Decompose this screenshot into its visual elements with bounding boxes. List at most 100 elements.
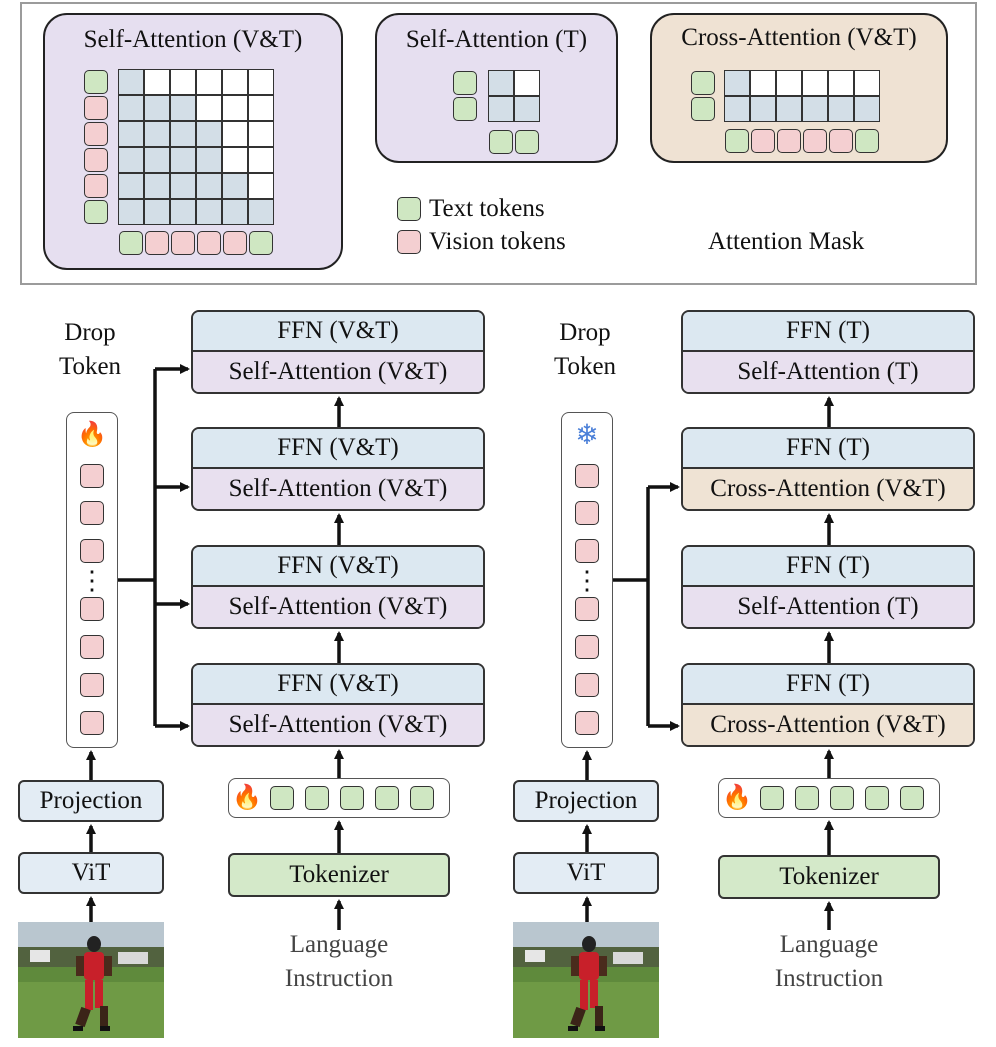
ellipsis-icon: ⋮	[574, 566, 600, 595]
left-layer-4: FFN (V&T) Self-Attention (V&T)	[191, 310, 485, 394]
legend-vision-tokens-label: Vision tokens	[429, 228, 566, 255]
sa-vt-mask-cell	[248, 69, 274, 95]
sa-t-mask-cell	[488, 96, 514, 122]
text-token	[760, 786, 784, 810]
vision-token	[575, 673, 599, 697]
right-tokenizer-box: Tokenizer	[718, 855, 940, 899]
vision-token	[80, 673, 104, 697]
panel-title-sa-vt: Self-Attention (V&T)	[83, 26, 303, 53]
text-token	[900, 786, 924, 810]
right-drop-token-line1: Drop	[559, 319, 611, 346]
sa-vt-col-token	[145, 231, 169, 255]
ca-vt-col-token	[855, 129, 879, 153]
sa-vt-mask-cell	[196, 121, 222, 147]
sa-vt-mask-cell	[196, 147, 222, 173]
sa-vt-mask-cell	[196, 95, 222, 121]
fire-icon: 🔥	[722, 785, 752, 811]
sa-vt-mask-cell	[222, 199, 248, 225]
text-token	[410, 786, 434, 810]
sa-vt-mask-cell	[144, 147, 170, 173]
right-vit-box: ViT	[513, 852, 659, 894]
sa-t-row-token	[453, 97, 477, 121]
sa-vt-mask-cell	[144, 69, 170, 95]
ca-vt-mask-cell	[828, 70, 854, 96]
sa-vt-mask-cell	[118, 121, 144, 147]
panel-title-sa-t: Self-Attention (T)	[405, 26, 588, 53]
left-layer-1-ffn: FFN (V&T)	[193, 665, 483, 705]
right-layer-3-ffn: FFN (T)	[683, 429, 973, 469]
sa-vt-mask-cell	[248, 95, 274, 121]
sa-t-mask-cell	[514, 96, 540, 122]
text-token	[375, 786, 399, 810]
sa-t-mask-cell	[488, 70, 514, 96]
left-layer-2-ffn: FFN (V&T)	[193, 547, 483, 587]
sa-vt-mask-cell	[144, 173, 170, 199]
right-input-image	[513, 922, 659, 1038]
left-drop-token-line1: Drop	[64, 319, 116, 346]
right-vit-label: ViT	[566, 859, 606, 886]
left-layer-3-ffn: FFN (V&T)	[193, 429, 483, 469]
right-instruction-line2: Instruction	[774, 965, 884, 992]
text-token	[795, 786, 819, 810]
left-layer-3: FFN (V&T) Self-Attention (V&T)	[191, 427, 485, 511]
sa-vt-mask-cell	[248, 147, 274, 173]
sa-vt-mask-cell	[170, 173, 196, 199]
right-layer-2: FFN (T) Self-Attention (T)	[681, 545, 975, 629]
ca-vt-mask-cell	[750, 96, 776, 122]
vision-token	[80, 501, 104, 525]
fire-icon: 🔥	[77, 422, 107, 448]
legend-attention-mask-label: Attention Mask	[708, 228, 865, 255]
sa-vt-mask-cell	[170, 147, 196, 173]
ca-vt-mask-cell	[802, 70, 828, 96]
ca-vt-mask-cell	[724, 96, 750, 122]
vision-token	[575, 539, 599, 563]
ca-vt-mask-cell	[854, 96, 880, 122]
right-projection-box: Projection	[513, 780, 659, 822]
sa-t-row-token	[453, 71, 477, 95]
ca-vt-mask-cell	[776, 70, 802, 96]
left-layer-4-ffn: FFN (V&T)	[193, 312, 483, 352]
sa-vt-mask-cell	[118, 199, 144, 225]
right-layer-4-attn: Self-Attention (T)	[683, 352, 973, 392]
sa-vt-row-token	[84, 174, 108, 198]
vision-token	[80, 539, 104, 563]
left-layer-1: FFN (V&T) Self-Attention (V&T)	[191, 663, 485, 747]
attention-mask-legend	[20, 2, 977, 285]
right-layer-4: FFN (T) Self-Attention (T)	[681, 310, 975, 394]
right-drop-token-line2: Token	[553, 353, 617, 380]
sa-vt-row-token	[84, 148, 108, 172]
left-projection-box: Projection	[18, 780, 164, 822]
vision-token	[575, 501, 599, 525]
ca-vt-mask-cell	[724, 70, 750, 96]
left-tokenizer-label: Tokenizer	[289, 861, 389, 888]
sa-vt-col-token	[197, 231, 221, 255]
sa-vt-mask-cell	[248, 121, 274, 147]
left-layer-2-attn: Self-Attention (V&T)	[193, 587, 483, 627]
sa-vt-mask-cell	[196, 199, 222, 225]
sa-vt-mask-cell	[248, 173, 274, 199]
sa-vt-mask-cell	[222, 95, 248, 121]
right-layer-2-attn: Self-Attention (T)	[683, 587, 973, 627]
sa-vt-mask-cell	[222, 147, 248, 173]
left-input-image	[18, 922, 164, 1038]
left-layer-4-attn: Self-Attention (V&T)	[193, 352, 483, 392]
vision-token	[575, 464, 599, 488]
ca-vt-mask-cell	[854, 70, 880, 96]
ellipsis-icon: ⋮	[79, 566, 105, 595]
sa-vt-mask-cell	[248, 199, 274, 225]
left-tokenizer-box: Tokenizer	[228, 853, 450, 897]
sa-vt-mask-cell	[144, 95, 170, 121]
vision-token	[80, 635, 104, 659]
sa-vt-mask-cell	[170, 69, 196, 95]
left-vit-box: ViT	[18, 852, 164, 894]
sa-vt-row-token	[84, 200, 108, 224]
sa-vt-col-token	[171, 231, 195, 255]
right-layer-2-ffn: FFN (T)	[683, 547, 973, 587]
right-instruction-line1: Language	[779, 931, 879, 958]
sa-vt-row-token	[84, 96, 108, 120]
left-instruction-line2: Instruction	[284, 965, 394, 992]
ca-vt-col-token	[803, 129, 827, 153]
sa-vt-mask-cell	[118, 147, 144, 173]
right-layer-1-ffn: FFN (T)	[683, 665, 973, 705]
left-vit-label: ViT	[71, 859, 111, 886]
